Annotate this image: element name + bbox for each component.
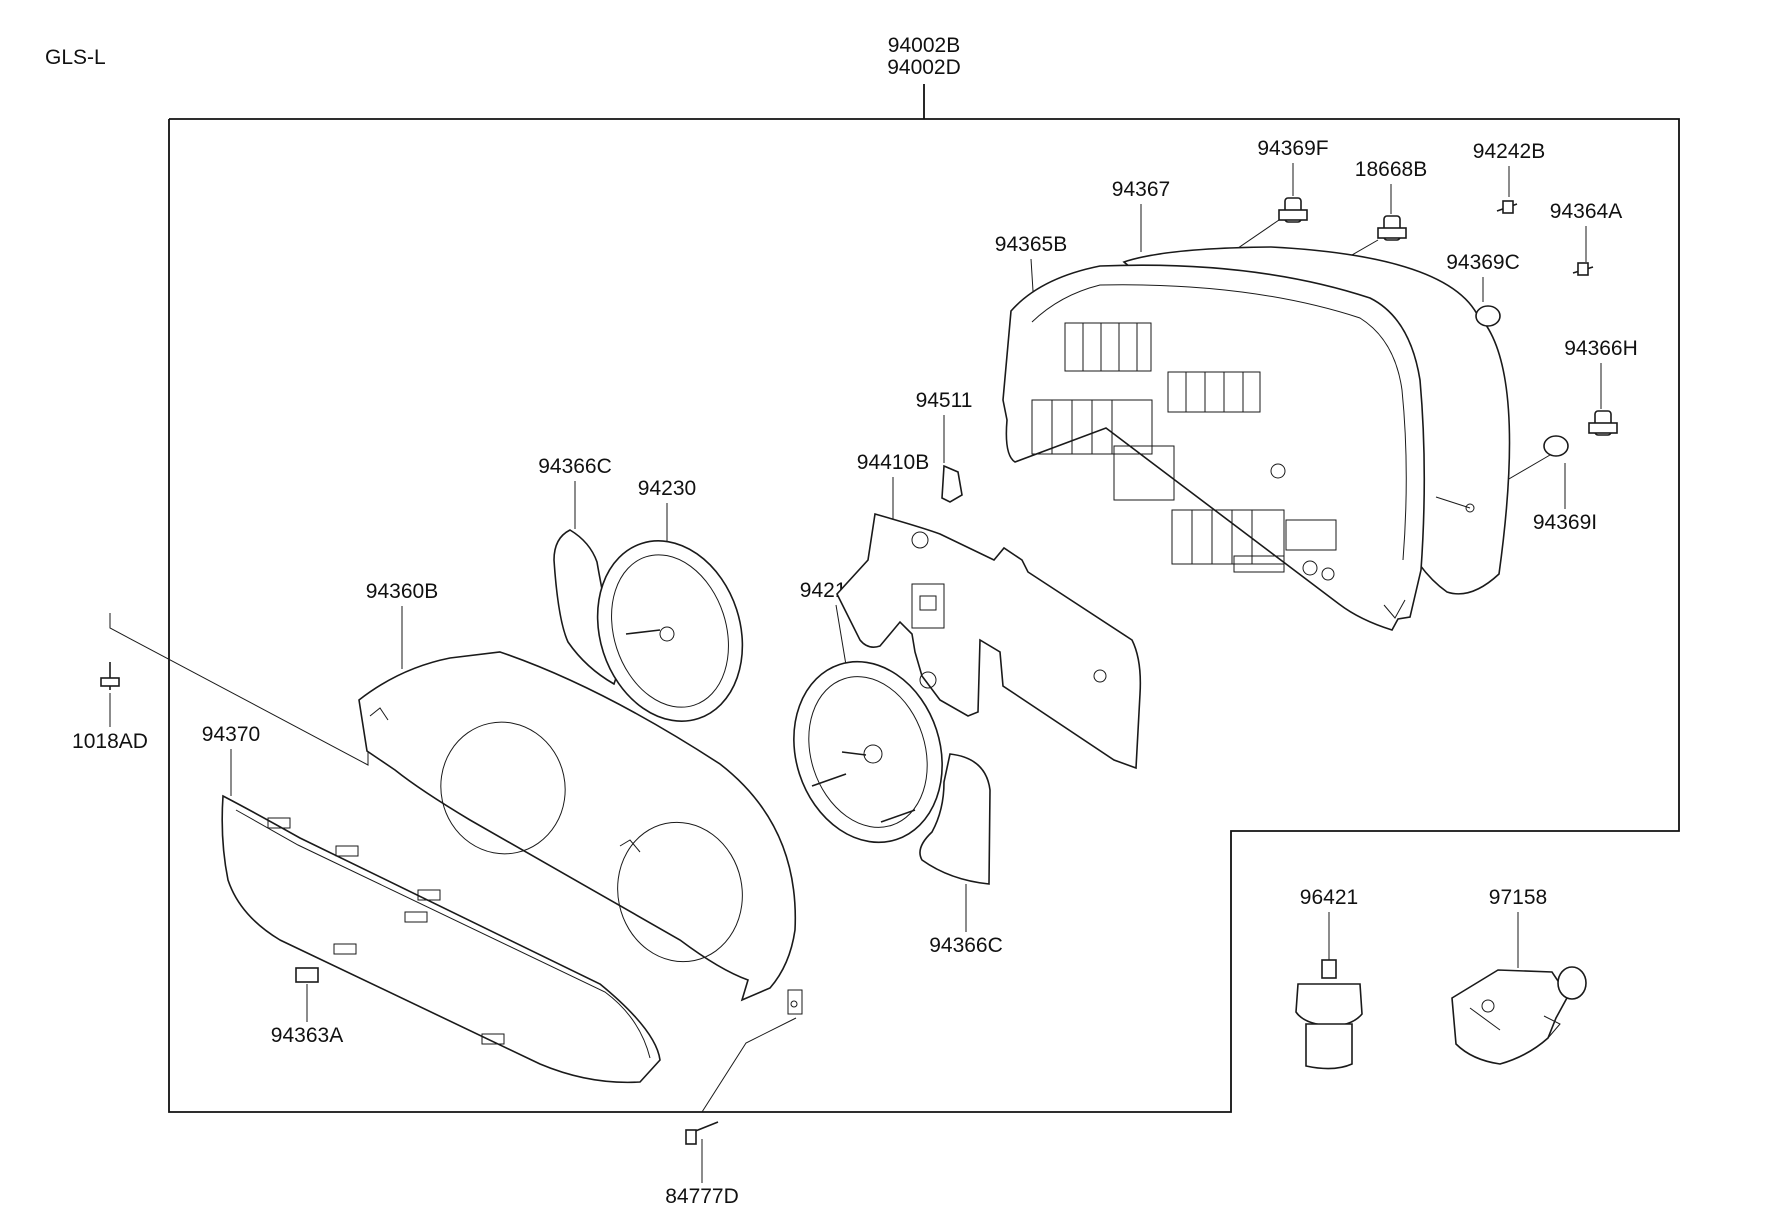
bulb-socket-94369F — [1278, 197, 1308, 223]
front-glass-bezel — [221, 794, 661, 1084]
lens-cap-94369I — [1543, 435, 1569, 457]
callout-94369F: 94369F — [1257, 137, 1328, 160]
callout-94242B: 94242B — [1473, 140, 1545, 163]
callout-84777D: 84777D — [665, 1185, 739, 1208]
callout-94367: 94367 — [1112, 178, 1170, 201]
callout-94366H: 94366H — [1564, 337, 1638, 360]
callout-96421: 96421 — [1300, 886, 1358, 909]
screw-1018AD — [100, 662, 120, 690]
meter-housing — [1002, 264, 1426, 631]
callout-18668B: 18668B — [1355, 158, 1427, 181]
callout-94366C-upper: 94366C — [538, 455, 612, 478]
callout-94366C-lower: 94366C — [929, 934, 1003, 957]
callout-97158: 97158 — [1489, 886, 1547, 909]
inner-bezel-housing — [358, 651, 803, 1015]
assembly-part-number: 94002B — [888, 34, 960, 57]
bulb-socket-18668B — [1377, 215, 1407, 241]
sensor-96421 — [1295, 959, 1363, 1070]
callout-94369I: 94369I — [1533, 511, 1597, 534]
callout-94410B: 94410B — [857, 451, 929, 474]
lens-94366C-lower — [919, 753, 991, 885]
bulb-94242B — [1496, 200, 1518, 214]
callout-1018AD: 1018AD — [72, 730, 148, 753]
lens-cap-94369C — [1475, 305, 1501, 327]
insulator-94511 — [941, 464, 963, 503]
fuel-temp-gauge-plate — [836, 512, 1142, 770]
variant-label: GLS-L — [45, 46, 106, 69]
callout-94511: 94511 — [916, 389, 973, 412]
connector-97158 — [1451, 966, 1587, 1065]
callout-94365B: 94365B — [995, 233, 1067, 256]
callout-94369C: 94369C — [1446, 251, 1520, 274]
pad-94363A — [295, 967, 319, 983]
callout-94364A: 94364A — [1550, 200, 1622, 223]
callout-94363A: 94363A — [271, 1024, 343, 1047]
assembly-boundary-frame — [168, 118, 1680, 1113]
bulb-94364A — [1572, 262, 1594, 276]
callout-94370: 94370 — [202, 723, 260, 746]
tachometer-dial — [793, 660, 943, 844]
bulb-socket-94366H — [1588, 410, 1618, 436]
assembly-part-number-alt: 94002D — [887, 56, 961, 79]
callout-94230: 94230 — [638, 477, 696, 500]
speedometer-dial — [596, 540, 744, 722]
screw-84777D — [685, 1121, 719, 1145]
callout-94360B: 94360B — [366, 580, 438, 603]
